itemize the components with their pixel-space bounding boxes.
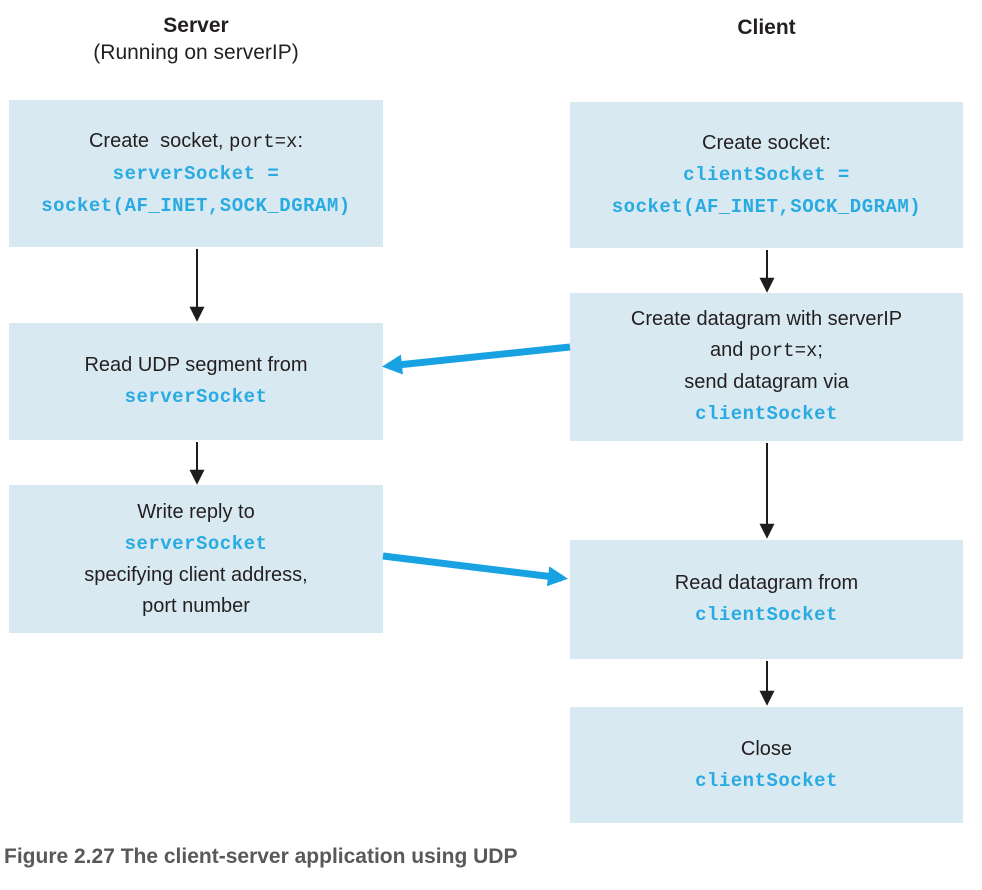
code-segment: serverSocket [124,532,268,555]
flow-box-client-create-socket: Create socket: clientSocket = socket(AF_IN… [570,102,963,248]
text-segment: specifying client address, [84,563,308,586]
box-text-line: Create datagram with serverIP [631,304,902,335]
server-column-header: Server (Running on serverIP) [9,12,383,67]
box-text-line: serverSocket = [113,158,280,190]
box-text-line: Create socket: [702,128,831,159]
code-segment: port=x [229,130,298,153]
figure-caption: Figure 2.27 The client-server applicatio… [4,845,518,868]
code-segment: clientSocket = [683,163,850,186]
flow-box-client-read-datagram: Read datagram from clientSocket [570,540,963,659]
box-text-line: and port=x; [710,335,823,367]
arrow-server-reply-to-client-read [382,552,568,587]
arrow-client-datagram-to-server-read [382,343,571,375]
flow-box-client-create-datagram: Create datagram with serverIP and port=x;… [570,293,963,441]
box-text-line: specifying client address, [84,560,307,591]
client-title: Client [737,16,796,39]
box-text-line: serverSocket [125,528,268,560]
text-segment: Write reply to [137,500,255,523]
box-text-line: send datagram via [684,367,849,398]
text-segment: Close [740,737,793,760]
flow-box-client-close-socket: Close clientSocket [570,707,963,823]
flow-box-server-write-reply: Write reply to serverSocket specifying cli… [9,485,383,633]
text-segment: send datagram via [684,371,849,393]
flow-box-server-read-udp-segment: Read UDP segment from serverSocket [9,323,383,440]
code-segment: clientSocket [695,769,838,792]
box-text-line: clientSocket [695,765,838,797]
text-segment: : [297,129,304,152]
text-segment: Read UDP segment from [84,354,308,376]
server-title: Server [163,14,229,37]
box-text-line: socket(AF_INET,SOCK_DGRAM) [41,190,350,222]
text-segment: and [710,339,749,361]
text-segment: Create socket: [702,131,831,154]
text-segment: ; [817,339,823,361]
text-segment: Read datagram from [674,572,859,594]
text-segment: Create socket, [88,129,230,152]
box-text-line: clientSocket = [683,159,850,191]
box-text-line: serverSocket [125,381,268,413]
text-segment: port number [142,594,250,617]
text-segment: Create datagram with serverIP [630,308,903,330]
code-segment: clientSocket [695,604,838,626]
box-text-line: Create socket, port=x: [89,126,303,158]
box-text-line: socket(AF_INET,SOCK_DGRAM) [612,191,921,223]
code-segment: port=x [748,340,818,362]
box-text-line: clientSocket [695,398,838,430]
code-segment: socket(AF_INET,SOCK_DGRAM) [41,194,351,217]
box-text-line: Close [741,734,792,765]
box-text-line: Read UDP segment from [84,350,307,381]
flow-box-server-create-socket: Create socket, port=x: serverSocket = sock… [9,100,383,247]
box-text-line: port number [142,591,250,622]
box-text-line: Read datagram from [675,568,858,599]
code-segment: serverSocket = [112,162,280,185]
box-text-line: clientSocket [695,599,838,631]
client-column-header: Client [570,14,963,41]
code-segment: serverSocket [124,386,268,408]
code-segment: socket(AF_INET,SOCK_DGRAM) [611,195,922,218]
server-subtitle: (Running on serverIP) [93,41,299,65]
code-segment: clientSocket [695,403,838,425]
box-text-line: Write reply to [137,497,254,528]
